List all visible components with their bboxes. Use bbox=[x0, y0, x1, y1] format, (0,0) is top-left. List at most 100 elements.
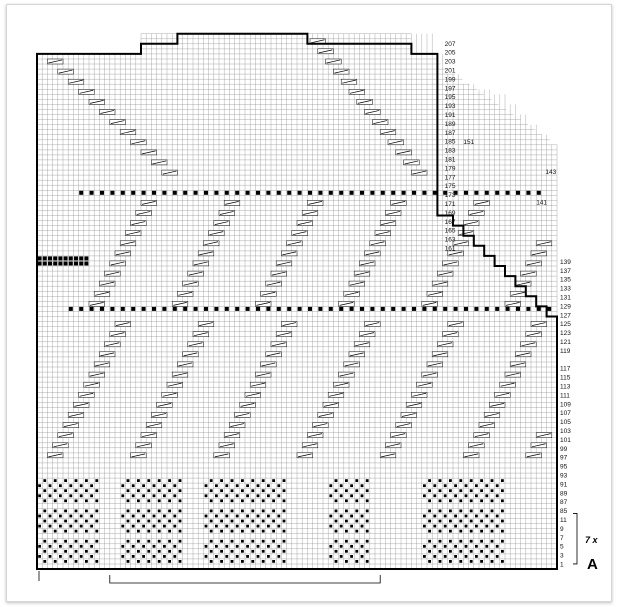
purl-dot-symbol bbox=[501, 509, 504, 513]
purl-dot-symbol bbox=[475, 484, 478, 488]
row-label: 7 bbox=[560, 535, 564, 542]
purl-dot-symbol bbox=[90, 555, 93, 558]
purl-dot-symbol bbox=[131, 306, 136, 311]
purl-dot-symbol bbox=[95, 560, 99, 563]
purl-dot-symbol bbox=[235, 555, 239, 558]
purl-dot-symbol bbox=[43, 549, 47, 553]
purl-dot-symbol bbox=[220, 499, 223, 503]
purl-dot-symbol bbox=[261, 499, 265, 503]
chart-outline bbox=[36, 32, 558, 570]
purl-dot-symbol bbox=[261, 529, 265, 533]
purl-dot-symbol bbox=[454, 494, 457, 498]
purl-dot-symbol bbox=[475, 555, 478, 558]
purl-dot-symbol bbox=[79, 484, 83, 488]
purl-dot-symbol bbox=[454, 514, 457, 518]
purl-dot-symbol bbox=[69, 494, 73, 498]
purl-dot-symbol bbox=[490, 519, 494, 523]
purl-dot-symbol bbox=[464, 514, 468, 518]
purl-dot-symbol bbox=[380, 190, 385, 195]
purl-dot-symbol bbox=[423, 524, 426, 528]
row-label: 85 bbox=[560, 508, 568, 515]
purl-dot-symbol bbox=[48, 261, 52, 266]
purl-dot-symbol bbox=[79, 306, 84, 311]
row-label: 135 bbox=[560, 277, 571, 284]
purl-dot-symbol bbox=[251, 509, 255, 513]
purl-dot-symbol bbox=[464, 190, 468, 195]
purl-dot-symbol bbox=[74, 529, 78, 533]
purl-dot-symbol bbox=[349, 190, 354, 195]
purl-dot-symbol bbox=[43, 499, 47, 503]
purl-dot-symbol bbox=[53, 489, 57, 493]
purl-dot-symbol bbox=[495, 494, 499, 498]
purl-dot-symbol bbox=[120, 190, 125, 195]
purl-dot-symbol bbox=[225, 524, 229, 528]
purl-dot-symbol bbox=[526, 306, 531, 311]
purl-dot-symbol bbox=[355, 549, 359, 553]
row-label: 107 bbox=[560, 410, 571, 417]
purl-dot-symbol bbox=[220, 519, 223, 523]
purl-dot-symbol bbox=[345, 549, 348, 553]
purl-dot-symbol bbox=[152, 494, 156, 498]
purl-dot-symbol bbox=[126, 529, 130, 533]
purl-dot-symbol bbox=[79, 514, 83, 518]
purl-dot-symbol bbox=[137, 560, 140, 563]
purl-dot-symbol bbox=[272, 519, 275, 523]
row-label: 113 bbox=[560, 384, 571, 391]
row-label: 141 bbox=[536, 199, 547, 206]
purl-dot-symbol bbox=[355, 479, 359, 482]
purl-dot-symbol bbox=[142, 514, 145, 518]
purl-dot-symbol bbox=[48, 544, 52, 548]
purl-dot-symbol bbox=[230, 509, 234, 513]
purl-dot-symbol bbox=[178, 529, 182, 533]
purl-dot-symbol bbox=[267, 544, 270, 548]
purl-dot-symbol bbox=[297, 190, 302, 195]
purl-dot-symbol bbox=[391, 306, 396, 311]
purl-dot-symbol bbox=[443, 514, 447, 518]
purl-dot-symbol bbox=[428, 509, 431, 513]
purl-dot-symbol bbox=[168, 479, 171, 482]
purl-dot-symbol bbox=[365, 479, 369, 482]
purl-dot-symbol bbox=[209, 560, 213, 563]
purl-dot-symbol bbox=[469, 509, 473, 513]
row-label: 165 bbox=[445, 228, 456, 235]
purl-dot-symbol bbox=[339, 306, 344, 311]
purl-dot-symbol bbox=[365, 499, 369, 503]
purl-dot-symbol bbox=[85, 509, 88, 513]
purl-dot-symbol bbox=[401, 306, 406, 311]
purl-dot-symbol bbox=[438, 519, 442, 523]
purl-dot-symbol bbox=[241, 489, 244, 493]
purl-dot-symbol bbox=[74, 499, 78, 503]
purl-dot-symbol bbox=[480, 489, 483, 493]
purl-dot-symbol bbox=[126, 489, 130, 493]
purl-dot-symbol bbox=[433, 514, 437, 518]
purl-dot-symbol bbox=[485, 524, 489, 528]
purl-dot-symbol bbox=[69, 514, 73, 518]
purl-dot-symbol bbox=[433, 555, 437, 558]
purl-dot-symbol bbox=[246, 494, 249, 498]
purl-dot-symbol bbox=[215, 514, 218, 518]
purl-dot-symbol bbox=[178, 560, 182, 563]
purl-dot-symbol bbox=[495, 514, 499, 518]
purl-dot-symbol bbox=[157, 499, 161, 503]
purl-dot-symbol bbox=[95, 529, 99, 533]
purl-dot-symbol bbox=[69, 555, 73, 558]
purl-dot-symbol bbox=[79, 524, 83, 528]
purl-dot-symbol bbox=[204, 484, 208, 488]
row-label: 3 bbox=[560, 553, 564, 560]
purl-dot-symbol bbox=[43, 489, 47, 493]
purl-dot-symbol bbox=[48, 524, 52, 528]
purl-dot-symbol bbox=[230, 479, 234, 482]
purl-dot-symbol bbox=[168, 519, 171, 523]
purl-dot-symbol bbox=[235, 190, 240, 195]
purl-dot-symbol bbox=[355, 509, 359, 513]
row-label: 143 bbox=[545, 169, 556, 176]
purl-dot-symbol bbox=[485, 484, 489, 488]
purl-dot-symbol bbox=[178, 539, 182, 543]
purl-dot-symbol bbox=[459, 560, 463, 563]
purl-dot-symbol bbox=[246, 544, 249, 548]
row-label: 91 bbox=[560, 481, 568, 488]
purl-dot-symbol bbox=[58, 261, 63, 266]
purl-dot-symbol bbox=[126, 519, 130, 523]
purl-dot-symbol bbox=[501, 549, 504, 553]
purl-dot-symbol bbox=[261, 509, 265, 513]
